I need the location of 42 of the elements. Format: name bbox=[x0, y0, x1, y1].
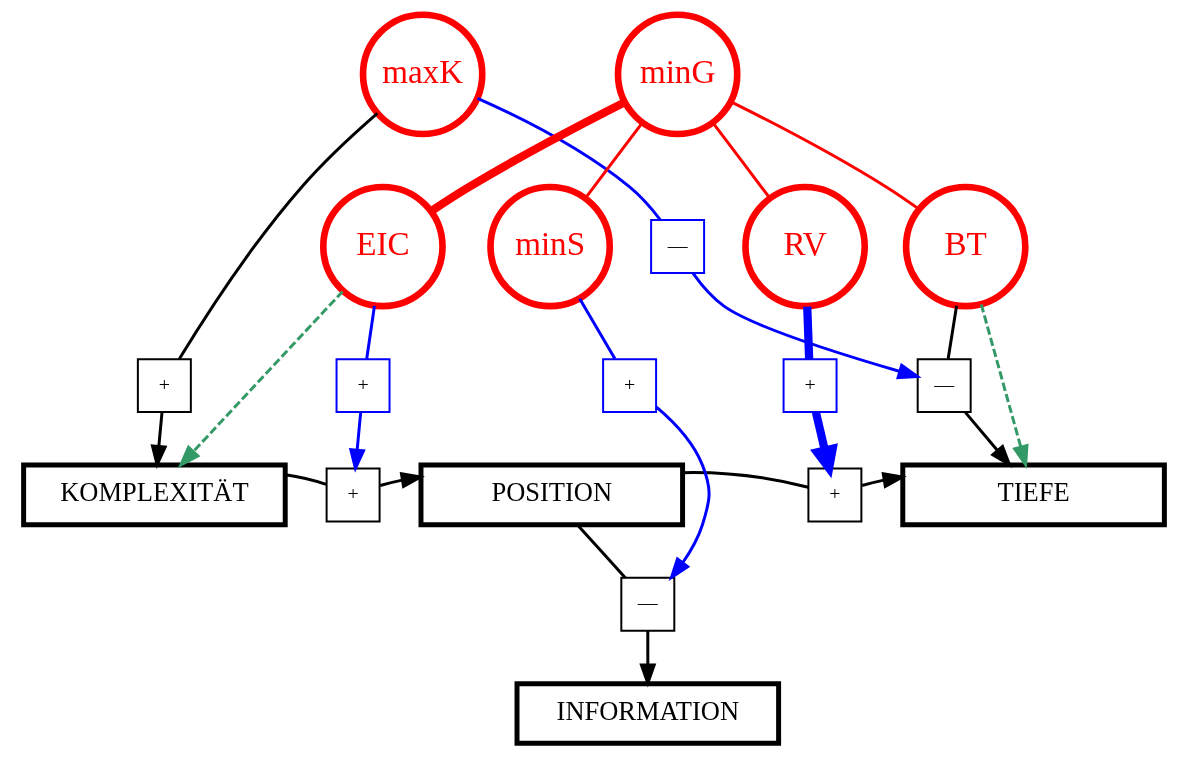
node-box: + bbox=[807, 467, 863, 523]
arrow bbox=[639, 630, 657, 688]
connector bbox=[729, 100, 920, 211]
node-circle: EIC bbox=[320, 183, 446, 310]
node-box: — bbox=[620, 576, 676, 632]
connector bbox=[476, 97, 662, 221]
arrow bbox=[150, 412, 168, 470]
node-box: POSITION bbox=[418, 462, 686, 528]
arrow bbox=[655, 406, 711, 581]
connector bbox=[578, 298, 617, 360]
arrow bbox=[379, 471, 425, 489]
node-circle: maxK bbox=[359, 11, 486, 138]
connector bbox=[365, 305, 376, 359]
node-box: — bbox=[916, 358, 972, 414]
node-circle: RV bbox=[742, 183, 868, 310]
arrow bbox=[348, 412, 366, 473]
node-box: + bbox=[136, 358, 192, 414]
node-box: + bbox=[782, 358, 838, 414]
node-circle: minS bbox=[487, 183, 614, 310]
node-box: INFORMATION bbox=[514, 681, 782, 746]
connector bbox=[946, 305, 959, 359]
connector bbox=[711, 121, 771, 199]
arrow bbox=[691, 272, 922, 380]
node-box: + bbox=[325, 467, 381, 523]
node-box: TIEFE bbox=[900, 462, 1167, 528]
node-box: — bbox=[650, 219, 706, 275]
connector bbox=[584, 121, 644, 199]
connector bbox=[178, 112, 379, 360]
connector bbox=[803, 306, 814, 360]
node-circle: minG bbox=[614, 11, 741, 138]
node-box: + bbox=[335, 358, 391, 414]
connector bbox=[428, 98, 627, 215]
arrow bbox=[177, 290, 344, 469]
connector bbox=[682, 471, 809, 489]
node-box: + bbox=[602, 358, 658, 414]
arrow bbox=[979, 304, 1029, 470]
connector bbox=[285, 473, 327, 486]
node-circle: BT bbox=[902, 183, 1029, 310]
arrow bbox=[861, 471, 907, 489]
node-box: KOMPLEXITÄT bbox=[21, 462, 288, 528]
arrow bbox=[964, 411, 1013, 468]
arrow bbox=[810, 411, 838, 479]
